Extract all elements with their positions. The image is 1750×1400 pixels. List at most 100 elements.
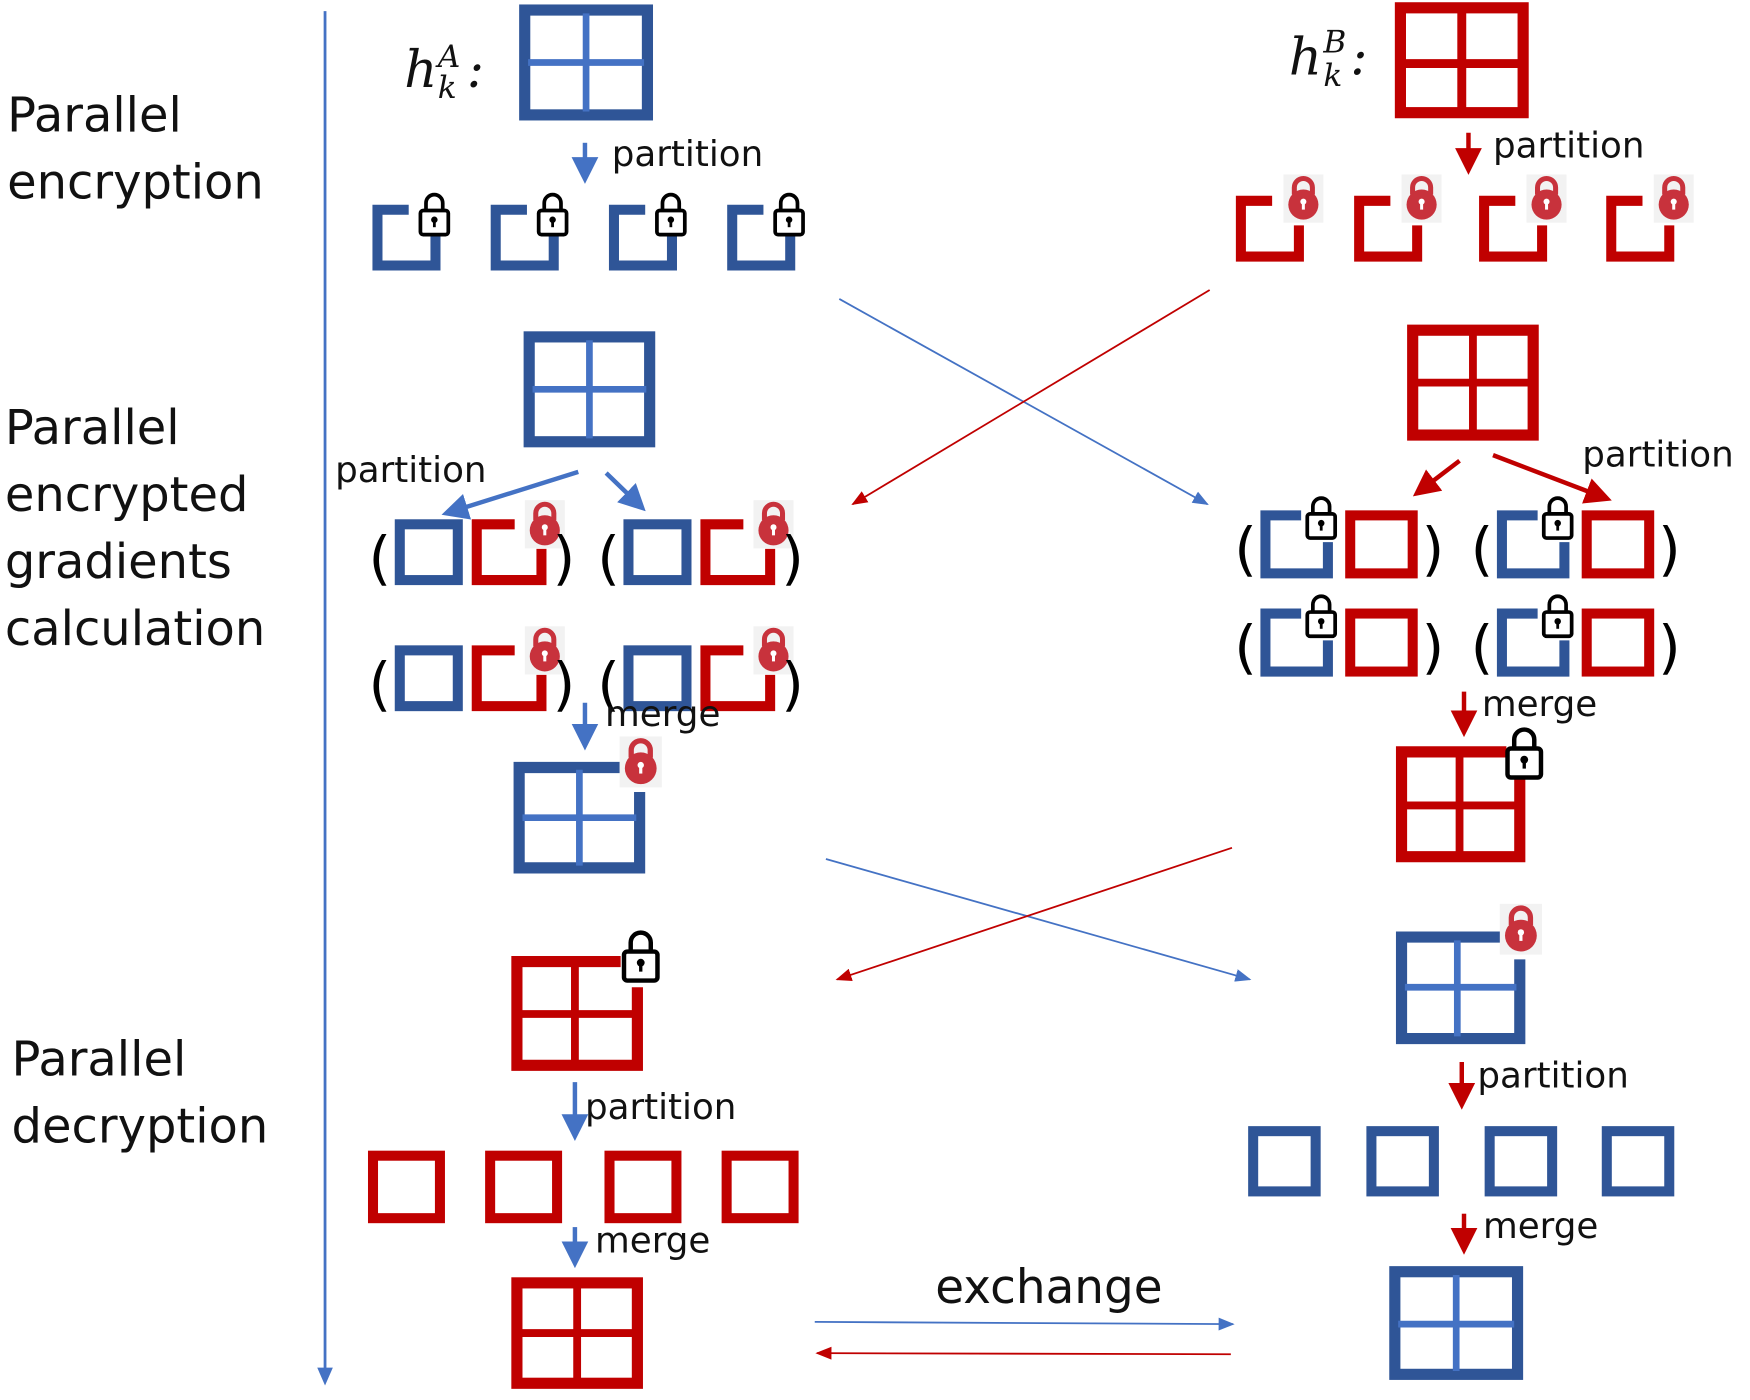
partial-block <box>1354 195 1423 262</box>
gradient-pairs-a: ()()()() <box>369 500 804 718</box>
final-matrix-a <box>511 1277 643 1389</box>
partition-arrow-a-right <box>604 471 646 512</box>
partial-block <box>1235 195 1304 262</box>
exchange-arrow-b-to-a-stage1 <box>851 289 1211 506</box>
stage-label-line: Parallel <box>12 1031 187 1087</box>
padlock-red-icon <box>620 736 662 787</box>
matrix-block <box>1581 510 1655 579</box>
decrypted-block <box>721 1150 799 1224</box>
partition-label-a: partition <box>612 134 763 175</box>
partition-label-b: partition <box>1493 125 1644 166</box>
decrypted-block <box>1601 1126 1675 1197</box>
open-paren: ( <box>1234 515 1257 583</box>
padlock-black-icon <box>536 192 569 237</box>
close-paren: ) <box>553 524 576 592</box>
merge-label-a: merge <box>605 694 720 735</box>
stage-label-decryption: Parallel decryption <box>12 1031 269 1154</box>
partial-block <box>490 204 559 271</box>
gradient-pair: () <box>597 626 804 718</box>
final-matrix-b <box>1389 1266 1524 1380</box>
decrypted-block <box>1248 1126 1321 1197</box>
stage-label-line: Parallel <box>5 400 180 456</box>
matrix-block <box>1601 1126 1675 1197</box>
matrix-block <box>623 519 692 586</box>
padlock-black-icon <box>624 933 657 981</box>
matrix-block <box>1484 1126 1558 1197</box>
stage-label-line: encrypted <box>5 467 249 523</box>
merge-label-b-stage3: merge <box>1483 1206 1598 1247</box>
open-paren: ( <box>1471 515 1494 583</box>
stage-label-line: encryption <box>7 155 264 211</box>
encrypted-block <box>490 192 569 271</box>
partial-block <box>1479 195 1548 262</box>
gradient-pair: () <box>369 500 576 592</box>
padlock-black-icon <box>654 192 687 237</box>
open-paren: ( <box>597 524 620 592</box>
party-b-matrix-stage2 <box>1407 324 1539 441</box>
party-a-matrix <box>519 4 654 121</box>
encrypted-blocks-a <box>372 192 806 271</box>
exchange-arrow-a-to-b-stage2 <box>825 858 1252 982</box>
gradient-pair: () <box>597 500 804 592</box>
stage-label-encryption: Parallel encryption <box>7 88 264 211</box>
encrypted-block <box>372 192 451 271</box>
gradient-pair: () <box>369 626 576 718</box>
party-a-subscript: k <box>438 70 457 106</box>
matrix-block <box>367 1150 445 1224</box>
close-paren: ) <box>1658 515 1681 583</box>
padlock-black-icon <box>418 192 451 237</box>
open-paren: ( <box>1234 613 1257 681</box>
merge-label-b: merge <box>1482 684 1597 725</box>
matrix-block <box>721 1150 799 1224</box>
matrix-block <box>1345 608 1418 677</box>
gradient-pairs-b: ()()()() <box>1234 496 1681 681</box>
partial-block <box>471 645 547 712</box>
party-b-subscript: k <box>1323 58 1342 94</box>
close-paren: ) <box>1422 613 1445 681</box>
decrypted-blocks-a <box>367 1150 799 1224</box>
close-paren: ) <box>1658 613 1681 681</box>
encrypted-block <box>1235 174 1324 262</box>
merge-label-a-stage3: merge <box>595 1221 710 1262</box>
partial-block <box>1496 608 1570 677</box>
partition-arrow-b-right <box>1492 453 1612 504</box>
stage-label-line: gradients <box>5 534 232 590</box>
stage-label-gradients: Parallel encrypted gradients calculation <box>5 400 265 657</box>
matrix-block <box>1366 1126 1439 1197</box>
party-b-label: h B k : <box>1289 24 1368 93</box>
partial-block <box>1260 608 1333 677</box>
party-b-symbol: h <box>1289 28 1322 88</box>
decrypted-block <box>1366 1126 1439 1197</box>
close-paren: ) <box>781 650 804 718</box>
party-a-symbol: h <box>404 40 437 100</box>
decrypted-block <box>1484 1126 1558 1197</box>
padlock-red-icon <box>1500 904 1542 955</box>
padlock-black-icon <box>1541 594 1574 639</box>
merged-encrypted-matrix-a <box>513 736 662 874</box>
padlock-black-icon <box>1305 594 1338 639</box>
party-a-matrix-stage2 <box>523 331 656 448</box>
close-paren: ) <box>553 650 576 718</box>
decrypted-block <box>604 1150 682 1224</box>
stage-label-line: decryption <box>12 1098 269 1154</box>
matrix-block <box>394 645 463 712</box>
stage-label-line: calculation <box>5 601 265 657</box>
open-paren: ( <box>597 650 620 718</box>
padlock-black-icon <box>773 192 806 237</box>
matrix-block <box>1581 608 1655 677</box>
party-b-colon: : <box>1350 28 1367 88</box>
party-a-superscript: A <box>435 39 461 75</box>
padlock-black-icon <box>1508 730 1541 778</box>
encrypted-block <box>1479 174 1567 262</box>
party-a-colon: : <box>467 40 484 100</box>
close-paren: ) <box>1422 515 1445 583</box>
partial-block <box>700 645 776 712</box>
stage-label-line: Parallel <box>7 88 182 144</box>
exchange-label: exchange <box>935 1261 1162 1315</box>
decrypted-block <box>485 1150 563 1224</box>
partition-label-b-stage2: partition <box>1582 434 1733 475</box>
matrix-block <box>394 519 463 586</box>
partial-block <box>608 204 677 271</box>
encrypted-block <box>727 192 806 271</box>
padlock-red-icon <box>1402 174 1442 222</box>
